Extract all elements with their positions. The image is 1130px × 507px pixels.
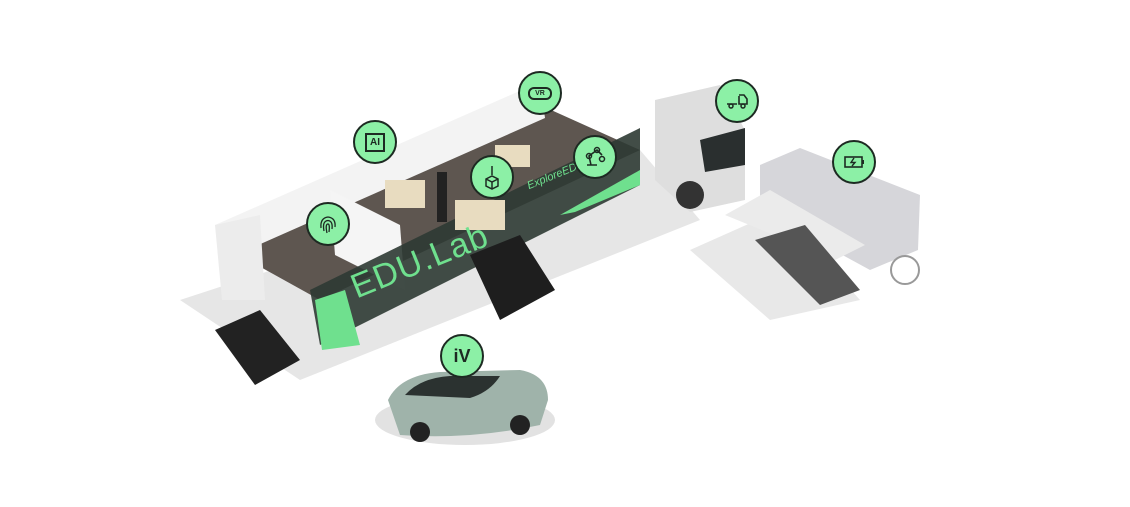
badge-vr[interactable]: VR [518, 71, 562, 115]
3d-printing-icon [485, 166, 499, 190]
car-windows [405, 376, 500, 398]
battery-charging-icon [844, 156, 864, 168]
truck-icon [727, 94, 748, 109]
lift-platform [215, 310, 300, 385]
tent-roof [760, 148, 920, 270]
car-wheel [510, 415, 530, 435]
trailer-side-glass [310, 128, 640, 345]
trailer-end-wall [215, 215, 265, 300]
trailer-back-wall [215, 82, 545, 262]
trailer-floor [230, 105, 640, 300]
trailer-side-accent-2 [560, 170, 640, 215]
truck-wheel [676, 181, 704, 209]
stairs [470, 235, 555, 320]
badge-robot-arm[interactable] [573, 135, 617, 179]
bike [890, 255, 920, 285]
ai-chip-icon: AI [365, 132, 385, 152]
badge-ai[interactable]: AI [353, 120, 397, 164]
badge-iv[interactable]: iV [440, 334, 484, 378]
fingerprint-icon [320, 216, 336, 234]
badge-fingerprint[interactable] [306, 202, 350, 246]
trailer-side-accent [315, 290, 360, 350]
badge-battery[interactable] [832, 140, 876, 184]
workbench [455, 200, 505, 230]
car-wheel [410, 422, 430, 442]
tent-awning [725, 190, 865, 260]
column [437, 172, 447, 222]
badge-truck[interactable] [715, 79, 759, 123]
truck-windshield [700, 128, 745, 172]
iv-logo-icon: iV [453, 345, 471, 366]
tent-floor [755, 225, 860, 305]
workbench [385, 180, 425, 208]
badge-3d-printing[interactable] [470, 155, 514, 199]
vr-headset-icon: VR [528, 86, 552, 100]
robot-arm-icon [585, 146, 606, 166]
